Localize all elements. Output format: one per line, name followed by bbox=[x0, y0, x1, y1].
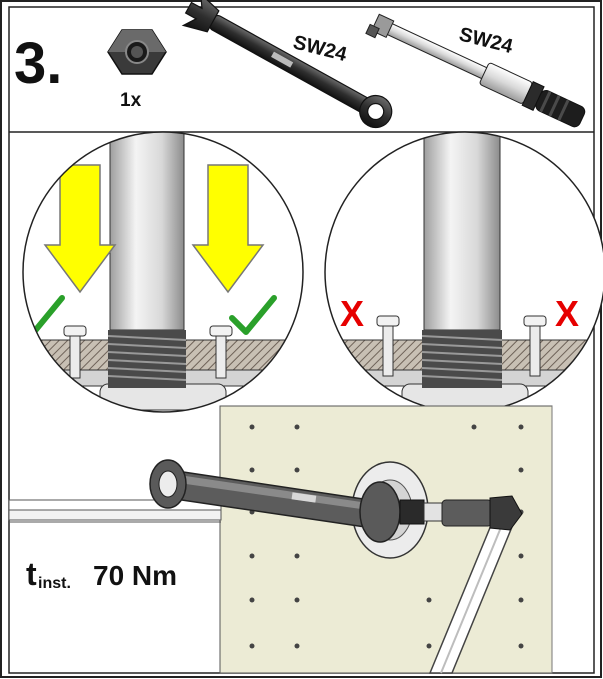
wrench-open-end bbox=[359, 481, 401, 543]
torque-subscript: inst. bbox=[38, 575, 71, 592]
post-shaft bbox=[423, 132, 501, 331]
thread-section bbox=[107, 330, 187, 388]
down-arrow-left-icon bbox=[43, 164, 117, 294]
bolt-left bbox=[376, 315, 400, 377]
correct-detail-view bbox=[22, 131, 304, 413]
torque-value: 70 Nm bbox=[93, 560, 177, 591]
cross-mark-left-icon: X bbox=[340, 293, 364, 334]
torque-symbol: t bbox=[26, 556, 37, 592]
nut-quantity: 1x bbox=[120, 90, 142, 111]
combination-wrench-icon bbox=[181, 0, 393, 129]
panel-holes bbox=[249, 424, 524, 649]
step-number: 3. bbox=[14, 31, 62, 96]
bolt-right bbox=[523, 315, 547, 377]
combination-wrench bbox=[149, 459, 401, 543]
hex-nut-icon bbox=[107, 29, 167, 75]
thread-section bbox=[421, 330, 503, 388]
check-mark-right-icon bbox=[229, 295, 277, 335]
bolt-left bbox=[63, 325, 87, 379]
torque-spec-label: t inst. 70 Nm bbox=[26, 556, 177, 592]
bolt-right bbox=[209, 325, 233, 379]
hex-nut bbox=[399, 499, 425, 525]
torque-wrench-head bbox=[441, 499, 493, 527]
incorrect-detail-view: X X bbox=[324, 131, 603, 413]
post-shaft bbox=[109, 132, 185, 331]
cross-mark-right-icon: X bbox=[555, 293, 579, 334]
torque-wrench-icon bbox=[365, 13, 586, 128]
installation-scene bbox=[8, 405, 553, 674]
down-arrow-right-icon bbox=[191, 164, 265, 294]
